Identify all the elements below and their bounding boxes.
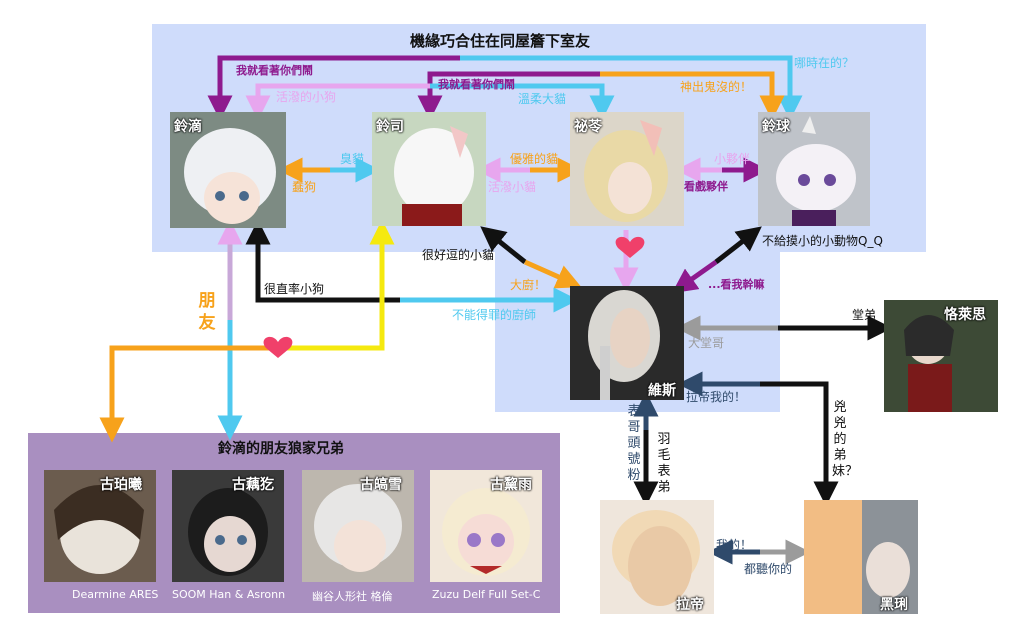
name-lingsi: 鈴司 — [376, 119, 404, 135]
portrait-friend-2 — [172, 470, 284, 582]
portrait-gelaisi — [884, 300, 998, 412]
friend-name-1: 古珀曦 — [100, 477, 142, 493]
label-no-touch: 不給摸小的小動物Q_Q — [762, 234, 883, 248]
friend-name-3: 古皜雪 — [360, 477, 402, 493]
label-his-siblings: 兇兇的弟妹？ — [832, 400, 859, 479]
label-why-look: ...看我幹嘛 — [708, 278, 765, 291]
label-big-chef: 大廚！ — [510, 278, 547, 292]
label-cousin-fan: 表哥頭號粉 — [627, 404, 641, 483]
name-weisi: 維斯 — [648, 383, 676, 399]
label-watching-2: 我就看著你們鬧 — [438, 78, 515, 91]
name-gelaisi: 恪萊思 — [944, 307, 986, 323]
label-lively-puppy: 活潑的小狗 — [276, 90, 337, 104]
label-honest-puppy: 很直率小狗 — [264, 282, 325, 296]
friend-credit-3: 幽谷人形社 格倫 — [312, 590, 393, 603]
diagram-title: 機緣巧合住在同屋簷下室友 — [410, 32, 591, 50]
label-dumb-dog: 蠢狗 — [292, 180, 317, 194]
name-heili: 黑琍 — [880, 597, 908, 613]
portrait-friend-1 — [44, 470, 156, 582]
label-little-buddy: 小夥伴 — [714, 152, 751, 166]
heart-icon — [615, 236, 645, 258]
friend-credit-1: Dearmine ARES — [72, 588, 159, 601]
portrait-weisi — [570, 286, 684, 400]
label-lively-kitten: 活潑小貓 — [488, 180, 537, 194]
friend-name-2: 古藕犵 — [232, 477, 274, 493]
label-elegant-cat: 優雅的貓 — [510, 152, 559, 166]
label-friend: 朋友 — [198, 291, 216, 333]
portrait-heili — [804, 500, 918, 614]
label-mine: 我的！ — [716, 538, 753, 552]
name-lingqiu: 鈴球 — [762, 119, 790, 135]
portrait-biling — [570, 112, 684, 226]
label-ladi-mine: 拉帝我的！ — [686, 390, 747, 404]
label-smelly-cat: 臭貓 — [340, 152, 365, 166]
label-watching-1: 我就看著你們鬧 — [236, 64, 313, 77]
label-cousin-younger: 堂弟 — [852, 308, 877, 322]
label-funny-kitten: 很好逗的小貓 — [422, 248, 495, 262]
name-ladi: 拉帝 — [676, 597, 704, 613]
portrait-ladi — [600, 500, 714, 614]
name-lingdi: 鈴滴 — [174, 119, 202, 135]
label-when-there: 哪時在的？ — [794, 56, 855, 70]
friends-title: 鈴滴的朋友狼家兄弟 — [218, 441, 344, 457]
portrait-lingsi — [372, 112, 486, 226]
label-feather-cousin: 羽毛表弟 — [657, 432, 671, 495]
friend-credit-4: Zuzu Delf Full Set-C — [432, 588, 541, 601]
portrait-friend-3 — [302, 470, 414, 582]
label-watch-buddy: 看戲夥伴 — [684, 180, 728, 193]
label-gentle-kitty: 溫柔大貓 — [518, 92, 567, 106]
label-cousin-elder: 大堂哥 — [688, 336, 725, 350]
label-sneaky: 神出鬼沒的！ — [680, 80, 753, 94]
friend-name-4: 古黧雨 — [490, 477, 532, 493]
heart-icon — [263, 336, 293, 358]
portrait-lingqiu — [758, 112, 870, 226]
label-chef-not-offend: 不能得罪的廚師 — [452, 308, 537, 322]
friend-credit-2: SOOM Han & Asronn — [172, 588, 286, 601]
name-biling: 祕苓 — [574, 119, 602, 135]
portrait-friend-4 — [430, 470, 542, 582]
portrait-lingdi — [170, 112, 286, 228]
label-obey-you: 都聽你的 — [744, 562, 793, 576]
